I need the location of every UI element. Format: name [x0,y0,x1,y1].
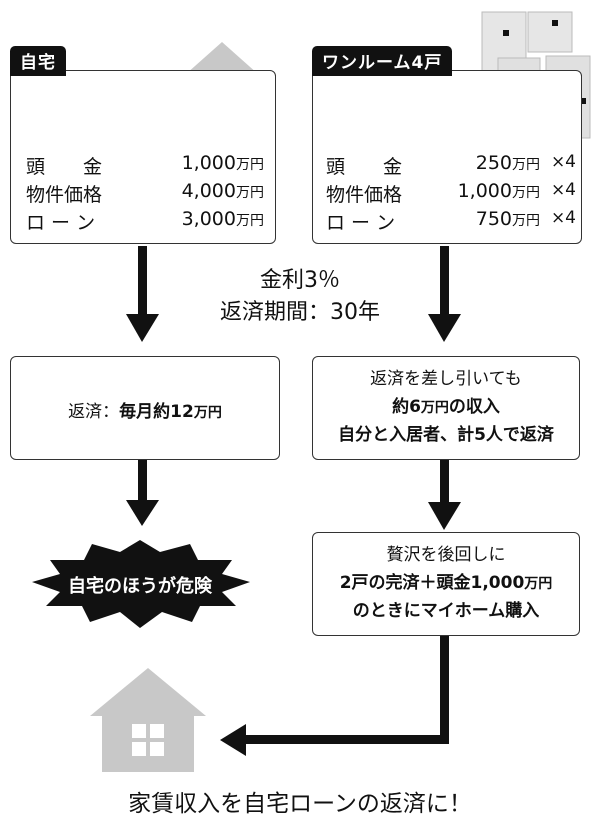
row-label: 頭 金 [326,156,403,178]
row-unit: 万円 [236,157,264,173]
row-unit: 万円 [512,185,540,201]
row-label: 物件価格 [26,184,103,206]
plan-amount: 2戸の完済＋頭金1,000 [339,573,525,593]
plan-unit: 万円 [524,576,553,592]
plan-line-2: 2戸の完済＋頭金1,000万円 [313,569,579,599]
arrow-down-icon [126,246,159,342]
row-value: 3,000 [181,208,236,230]
home-repayment-box: 返済：毎月約12万円 [10,356,280,460]
arrow-down-icon [428,460,461,530]
plan-line-1: 贅沢を後回しに [386,545,506,565]
row-unit: 万円 [236,213,264,229]
plan-line-3: のときにマイホーム購入 [352,601,540,621]
row-unit: 万円 [236,185,264,201]
repay-prefix: 返済： [68,402,120,422]
arrow-down-icon [428,246,461,342]
income-suffix: の収入 [448,397,500,417]
arrow-down-icon [126,460,159,526]
row-value: 750 [475,208,512,230]
income-line-3: 自分と入居者、計5人で返済 [338,425,554,445]
income-line-2: 約6万円の収入 [313,393,579,423]
arrow-left-icon [220,636,449,756]
repay-unit: 万円 [193,405,222,421]
row-multiplier: ×4 [550,208,576,228]
home-tab-label: 自宅 [10,46,66,76]
studio-panel [312,70,582,244]
row-label: 物件価格 [326,184,403,206]
row-unit: 万円 [512,213,540,229]
danger-label: 自宅のほうが危険 [68,576,212,597]
income-amount: 約6 [392,397,421,417]
footer-caption: 家賃収入を自宅ローンの返済に！ [128,791,472,817]
repay-main: 毎月約12 [119,402,194,422]
row-value: 1,000 [457,180,512,202]
income-unit: 万円 [420,400,449,416]
house-icon [90,668,206,772]
row-unit: 万円 [512,157,540,173]
studio-plan-box: 贅沢を後回しに 2戸の完済＋頭金1,000万円 のときにマイホーム購入 [312,532,580,636]
row-value: 1,000 [181,152,236,174]
row-multiplier: ×4 [550,180,576,200]
home-panel [10,70,276,244]
row-value: 4,000 [181,180,236,202]
starburst-shape [32,540,250,628]
interest-rate-text: 金利3％ [260,268,340,293]
income-line-1: 返済を差し引いても [370,369,522,389]
row-label: ロ ー ン [326,212,396,234]
row-label: 頭 金 [26,156,103,178]
studio-tab-label: ワンルーム4戸 [312,46,453,76]
studio-income-box: 返済を差し引いても 約6万円の収入 自分と入居者、計5人で返済 [312,356,580,460]
repayment-period-text: 返済期間：30年 [220,300,380,325]
row-value: 250 [475,152,512,174]
row-multiplier: ×4 [550,152,576,172]
row-label: ロ ー ン [26,212,96,234]
